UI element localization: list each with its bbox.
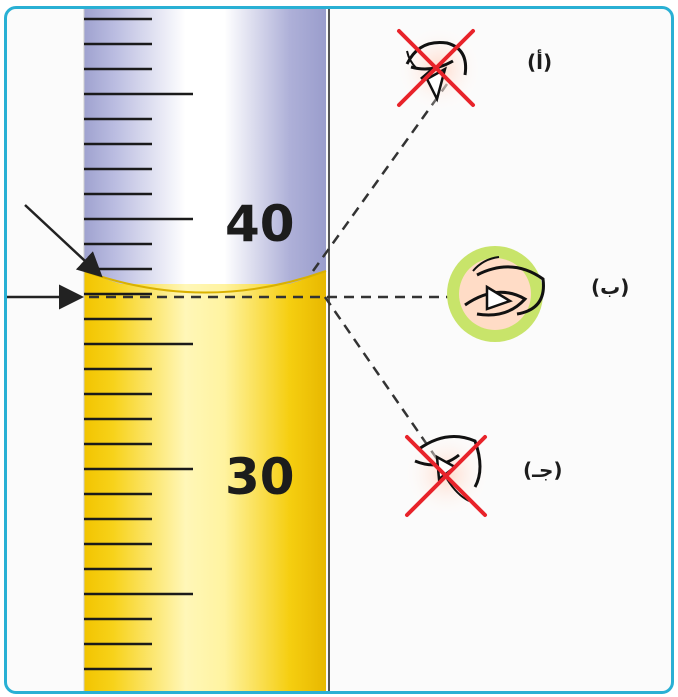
viewpoint-b-label: (ب) <box>591 275 629 299</box>
viewpoint-b: (ب) <box>447 246 629 342</box>
scale-label-40: 40 <box>225 195 295 253</box>
cross-mark <box>405 435 487 517</box>
scale-ticks <box>84 17 193 671</box>
eye-icon <box>464 256 545 317</box>
viewpoint-a-label: (أ) <box>527 48 552 74</box>
sight-line-bottom <box>323 296 439 460</box>
sight-lines <box>89 83 462 460</box>
viewpoint-c-label: (جـ) <box>523 458 563 482</box>
viewpoint-c: (جـ) <box>402 429 563 519</box>
burette-diagram: 40 30 (أ) <box>7 9 629 691</box>
diagram-frame: 40 30 (أ) <box>4 6 674 694</box>
sight-line-top <box>311 83 449 272</box>
meniscus <box>84 271 326 296</box>
scale-label-30: 30 <box>225 448 295 506</box>
cross-mark <box>397 29 475 107</box>
viewpoint-a: (أ) <box>394 24 552 114</box>
burette-tube <box>83 9 330 691</box>
meniscus-pointer-arrow <box>24 204 103 278</box>
